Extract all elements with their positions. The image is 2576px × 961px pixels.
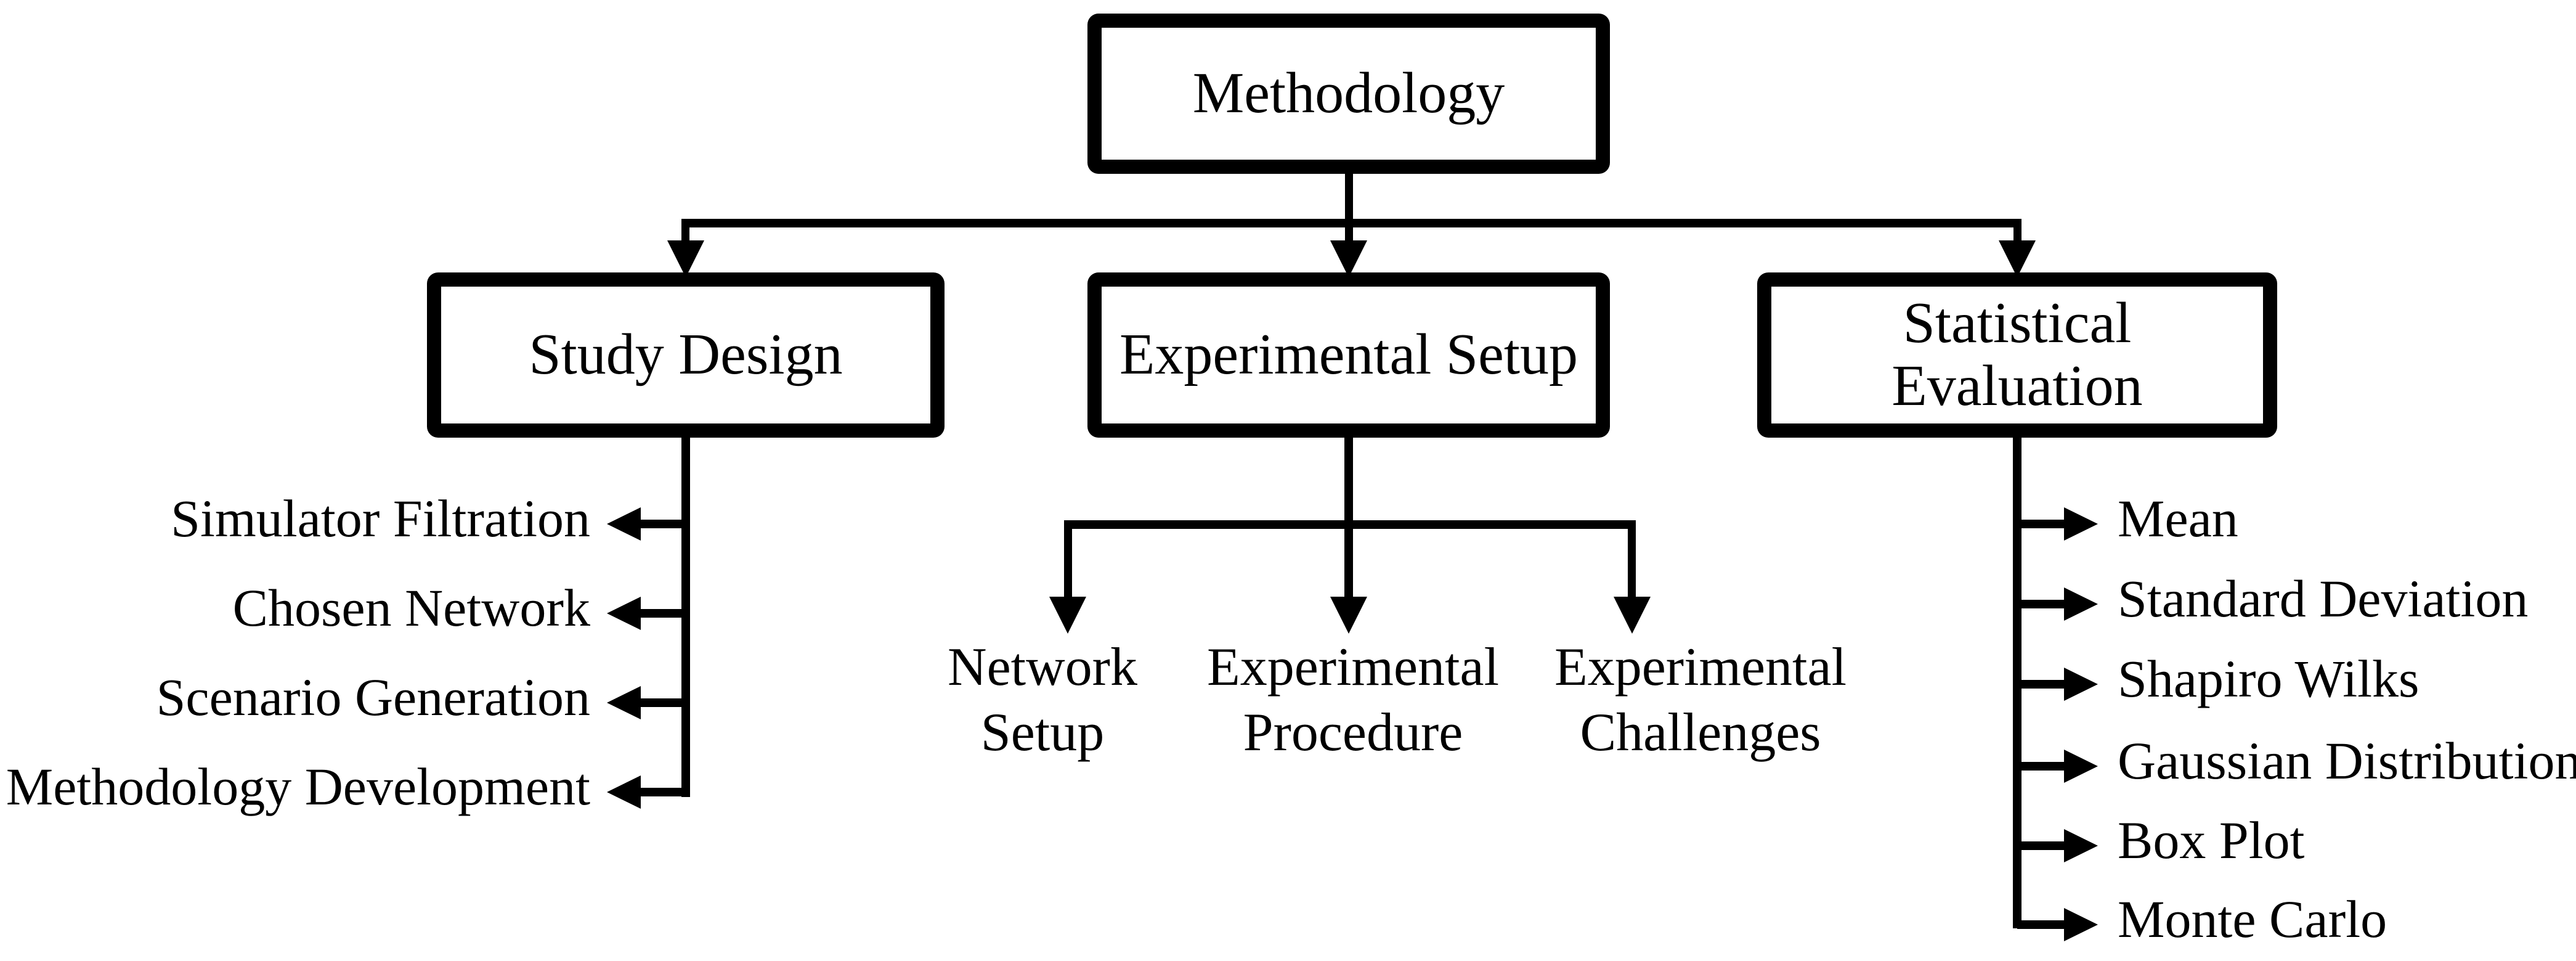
arrowhead-left-icon	[607, 597, 641, 630]
leaf-shapiro-wilks: Shapiro Wilks	[2118, 649, 2420, 708]
connector-top-right-stem	[2013, 219, 2021, 240]
leaf-monte-carlo: Monte Carlo	[2118, 889, 2387, 949]
arrowhead-down-icon	[1049, 597, 1086, 634]
arrowhead-left-icon	[607, 507, 641, 541]
arrowhead-left-icon	[607, 775, 641, 809]
connector-branch-line	[2017, 520, 2065, 528]
arrowhead-down-icon	[1330, 240, 1367, 277]
leaf-experimental-challenges: Experimental Challenges	[1554, 637, 1847, 763]
node-study-design: Study Design	[427, 272, 945, 438]
connector-experimental-hbar	[1064, 520, 1636, 529]
arrowhead-right-icon	[2064, 668, 2098, 701]
connector-experimental-trunk	[1344, 438, 1353, 597]
node-study-design-label: Study Design	[529, 322, 843, 387]
leaf-scenario-generation: Scenario Generation	[156, 668, 590, 727]
arrowhead-right-icon	[2064, 507, 2098, 541]
arrowhead-right-icon	[2064, 750, 2098, 783]
connector-experimental-right-stem	[1628, 520, 1636, 597]
connector-branch-line	[640, 609, 690, 618]
node-methodology: Methodology	[1087, 14, 1610, 174]
leaf-standard-deviation: Standard Deviation	[2118, 569, 2529, 628]
arrowhead-down-icon	[1330, 597, 1367, 634]
connector-top-hbar	[681, 219, 2021, 227]
arrowhead-right-icon	[2064, 908, 2098, 941]
leaf-chosen-network: Chosen Network	[232, 578, 590, 637]
arrowhead-right-icon	[2064, 829, 2098, 862]
leaf-experimental-procedure: Experimental Procedure	[1206, 637, 1500, 763]
node-methodology-label: Methodology	[1192, 61, 1505, 126]
connector-top-left-stem	[681, 219, 689, 240]
arrowhead-down-icon	[667, 240, 704, 277]
connector-branch-line	[640, 698, 690, 707]
connector-experimental-left-stem	[1064, 520, 1072, 597]
node-experimental-setup: Experimental Setup	[1087, 272, 1610, 438]
arrowhead-down-icon	[1614, 597, 1651, 634]
connector-branch-line	[2017, 920, 2065, 929]
arrowhead-down-icon	[1999, 240, 2036, 277]
arrowhead-right-icon	[2064, 587, 2098, 621]
connector-branch-line	[2017, 841, 2065, 850]
connector-branch-line	[640, 788, 690, 796]
connector-branch-line	[2017, 680, 2065, 689]
leaf-box-plot: Box Plot	[2118, 811, 2305, 870]
leaf-mean: Mean	[2118, 489, 2238, 548]
leaf-network-setup: Network Setup	[948, 637, 1137, 763]
leaf-simulator-filtration: Simulator Filtration	[171, 489, 590, 548]
connector-branch-line	[640, 520, 690, 528]
node-experimental-setup-label: Experimental Setup	[1119, 322, 1578, 387]
leaf-methodology-development: Methodology Development	[6, 757, 590, 816]
connector-branch-line	[2017, 600, 2065, 608]
node-statistical-evaluation-label: Statistical Evaluation	[1891, 291, 2143, 418]
node-statistical-evaluation: Statistical Evaluation	[1757, 272, 2277, 438]
connector-branch-line	[2017, 762, 2065, 771]
arrowhead-left-icon	[607, 686, 641, 719]
leaf-gaussian-distribution: Gaussian Distribution	[2118, 731, 2576, 790]
connector-root-stem	[1345, 173, 1353, 240]
